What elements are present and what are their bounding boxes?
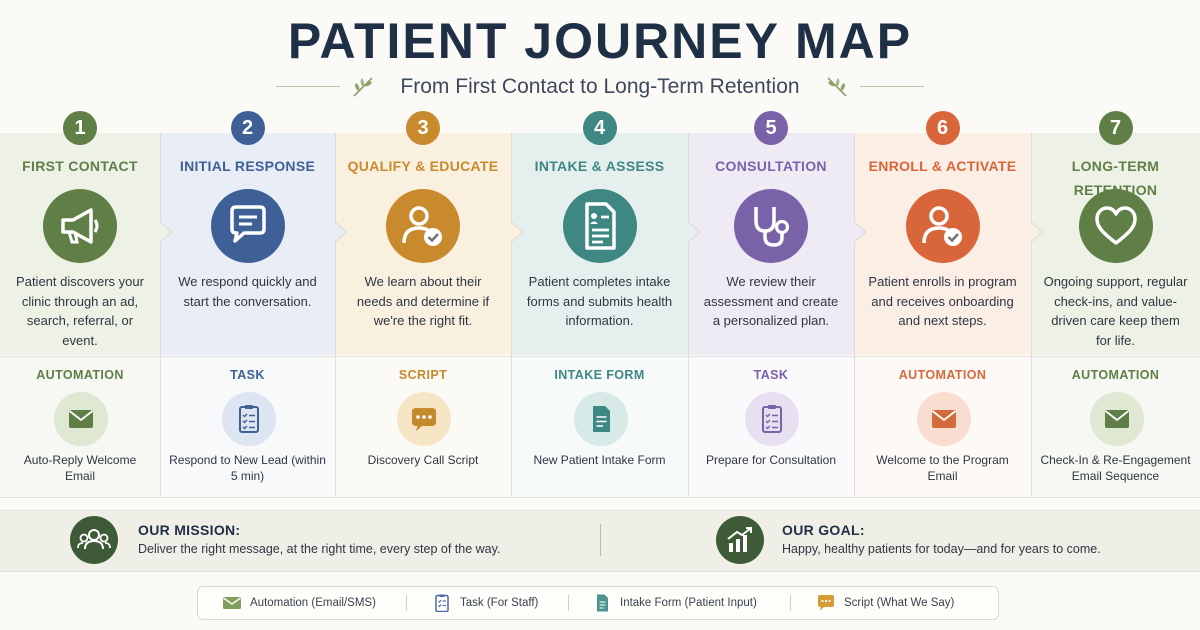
mission-title: OUR MISSION: [138,522,241,538]
heart-icon [1078,189,1153,263]
stage-number-badge: 7 [1098,111,1133,145]
clipboard-checklist-icon [221,392,276,446]
stage-divider [1031,133,1032,496]
stage-divider [335,133,336,496]
chevron-right-icon [853,221,868,243]
stage-description: Ongoing support, regular check-ins, and … [1043,274,1188,348]
action-item-name: Welcome to the Program Email [876,453,1009,483]
legend-divider [406,595,407,611]
stage-divider [854,133,855,496]
leaf-sprig-icon [827,77,847,97]
stage-number-badge: 2 [230,111,265,145]
envelope-icon [54,392,108,446]
stage-description: We respond quickly and start the convers… [178,274,317,309]
legend-label: Script (What We Say) [844,597,955,609]
stage-description: Patient completes intake forms and submi… [526,274,673,328]
stethoscope-icon [734,189,808,263]
stage-description: Patient enrolls in program and receives … [868,274,1017,328]
mission-goal-divider [600,524,601,556]
legend-label: Automation (Email/SMS) [250,597,376,609]
stage-title: INITIAL RESPONSE [179,158,316,174]
chevron-right-icon [687,221,702,243]
document-icon [573,392,628,446]
stage-number-badge: 1 [63,111,97,145]
stage-title: LONG-TERM RETENTION [1071,158,1160,198]
envelope-icon [916,392,971,446]
clipboard-checklist-icon [435,594,449,612]
subtitle-divider-right [860,86,924,87]
legend-divider [568,595,569,611]
leaf-sprig-icon [353,77,373,97]
legend-divider [790,595,791,611]
chevron-right-icon [510,221,525,243]
stage-description: Patient discovers your clinic through an… [16,274,144,348]
legend: Automation (Email/SMS) Task (For Staff) … [197,586,999,620]
clipboard-checklist-icon [745,392,799,446]
speech-bubble-icon [397,392,451,446]
stage-number-badge: 4 [582,111,617,145]
envelope-icon [223,597,241,609]
stage-description: We learn about their needs and determine… [356,274,490,328]
stage-title: QUALIFY & EDUCATE [347,158,499,174]
action-item-name: Discovery Call Script [367,453,479,467]
chevron-right-icon [334,221,349,243]
goal-text: Happy, healthy patients for today—and fo… [782,542,1101,556]
person-check-icon [386,189,460,263]
stage-divider [511,133,512,496]
action-type-label: AUTOMATION [898,368,987,382]
action-type-label: AUTOMATION [1071,368,1160,382]
action-item-name: Check-In & Re-Engagement Email Sequence [1040,453,1191,483]
mission-text: Deliver the right message, at the right … [138,542,501,556]
action-item-name: New Patient Intake Form [533,453,666,467]
subtitle-row: From First Contact to Long-Term Retentio… [0,72,1200,102]
action-type-label: TASK [753,368,789,382]
person-check-icon [905,189,980,263]
stage-divider [160,133,161,496]
stage-description: We review their assessment and create a … [703,274,839,328]
subtitle-divider-left [276,86,340,87]
stage-number-badge: 3 [406,111,440,145]
stage-number-badge: 6 [925,111,960,145]
stage-title: ENROLL & ACTIVATE [868,158,1017,174]
action-type-label: TASK [230,368,265,382]
page-title: PATIENT JOURNEY MAP [287,13,913,69]
megaphone-icon [43,189,117,263]
action-type-label: INTAKE FORM [554,368,645,382]
speech-bubble-icon [818,595,834,611]
goal-title: OUR GOAL: [782,522,865,538]
stage-title: FIRST CONTACT [22,158,138,174]
people-group-icon [70,516,118,564]
page-subtitle: From First Contact to Long-Term Retentio… [400,75,800,98]
chevron-right-icon [1030,221,1045,243]
envelope-icon [1089,392,1144,446]
document-icon [597,594,608,612]
action-item-name: Auto-Reply Welcome Email [23,453,137,483]
action-type-label: SCRIPT [398,368,448,382]
stage-number-badge: 5 [754,111,788,145]
chat-bubble-icon [210,189,285,263]
intake-document-icon [562,189,637,263]
stage-divider [688,133,689,496]
chevron-right-icon [159,221,174,243]
stage-title: INTAKE & ASSESS [534,158,665,174]
legend-label: Intake Form (Patient Input) [620,597,757,609]
action-type-label: AUTOMATION [36,368,124,382]
growth-chart-icon [716,516,764,564]
action-item-name: Respond to New Lead (within 5 min) [169,453,326,483]
stage-title: CONSULTATION [715,158,827,174]
action-item-name: Prepare for Consultation [705,453,837,467]
legend-label: Task (For Staff) [460,597,539,609]
